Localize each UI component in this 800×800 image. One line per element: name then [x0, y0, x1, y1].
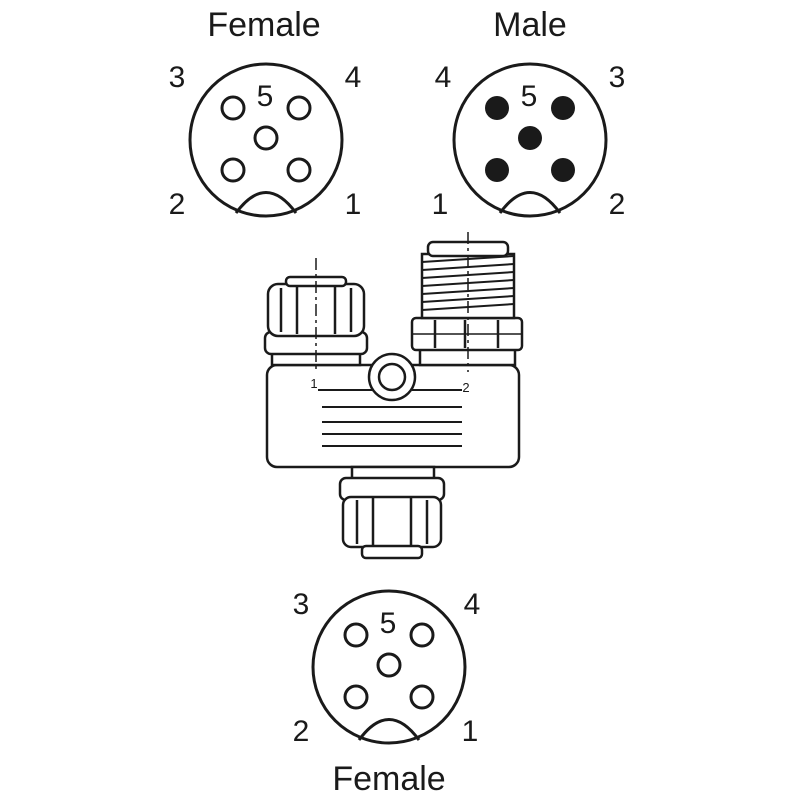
left-port-coupling-nut — [263, 258, 369, 372]
nut-bottom-cap — [360, 544, 424, 560]
pin-label-5: 5 — [380, 607, 397, 640]
connector-top-right-male: Male 4 3 5 1 2 — [432, 6, 626, 221]
body-engraving — [318, 389, 462, 447]
pin-label-2: 2 — [609, 188, 626, 221]
pin-2-socket — [220, 157, 246, 183]
pin-label-4: 4 — [345, 61, 362, 94]
pin-label-1: 1 — [345, 188, 362, 221]
pin-5-socket — [253, 125, 279, 151]
pin-1-socket — [286, 157, 312, 183]
port-label-2: 2 — [462, 380, 469, 395]
pin-4-contact — [485, 96, 509, 120]
pin-label-3: 3 — [169, 61, 186, 94]
mounting-hole — [377, 362, 407, 392]
pin-label-3: 3 — [609, 61, 626, 94]
pin-4-socket — [286, 95, 312, 121]
pin-label-5: 5 — [257, 80, 274, 113]
right-port-male-thread — [410, 232, 524, 372]
connector-face-outline — [188, 62, 344, 218]
pin-label-3: 3 — [293, 588, 310, 621]
pin-label-2: 2 — [169, 188, 186, 221]
pin-3-contact — [551, 96, 575, 120]
pin-1-socket — [409, 684, 435, 710]
pin-label-4: 4 — [464, 588, 481, 621]
port-label-1: 1 — [310, 376, 317, 391]
connector-bottom-female: 3 4 5 2 1 Female — [293, 588, 481, 798]
pin-2-socket — [343, 684, 369, 710]
coding-key — [357, 718, 421, 741]
pin-label-1: 1 — [432, 188, 449, 221]
pin-label-2: 2 — [293, 715, 310, 748]
pin-3-socket — [220, 95, 246, 121]
pin-4-socket — [409, 622, 435, 648]
pin-5-contact — [518, 126, 542, 150]
pin-label-4: 4 — [435, 61, 452, 94]
pin-label-1: 1 — [462, 715, 479, 748]
connector-top-left-female: Female 3 4 5 2 1 — [169, 6, 362, 221]
connector-title-top-left: Female — [207, 6, 320, 44]
coding-key — [234, 191, 298, 214]
pin-3-socket — [343, 622, 369, 648]
y-splitter-drawing: 1 2 — [263, 232, 524, 560]
pin-1-contact — [485, 158, 509, 182]
connector-title-top-right: Male — [493, 6, 567, 44]
pin-5-socket — [376, 652, 402, 678]
connector-face-outline — [452, 62, 608, 218]
bottom-port-coupling-nut — [338, 465, 446, 560]
connector-face-outline — [311, 589, 467, 745]
connector-title-bottom: Female — [332, 760, 445, 798]
coding-key — [498, 191, 562, 214]
pin-label-5: 5 — [521, 80, 538, 113]
pin-2-contact — [551, 158, 575, 182]
